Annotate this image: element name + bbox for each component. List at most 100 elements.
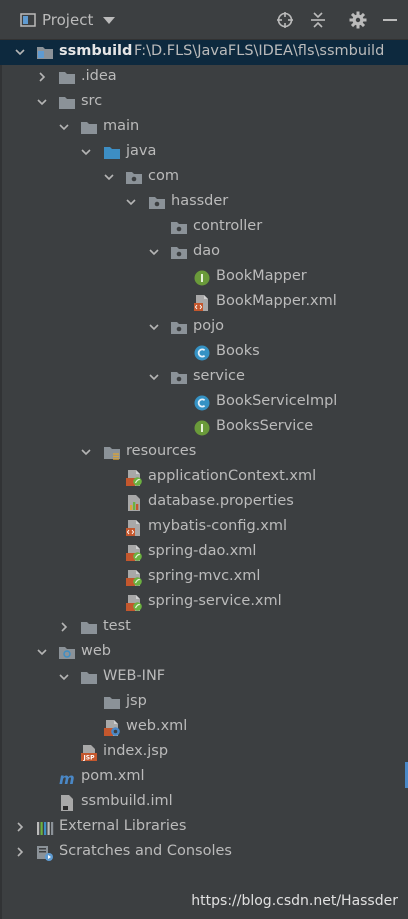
tree-item-books[interactable]: Books <box>0 340 408 365</box>
chevron-right-icon[interactable] <box>14 846 26 858</box>
folder-gray-icon <box>58 94 76 112</box>
tree-item-idea[interactable]: .idea <box>0 65 408 90</box>
project-title[interactable]: Project <box>42 11 94 29</box>
properties-icon <box>125 494 143 512</box>
tree-item-external-libraries[interactable]: External Libraries <box>0 815 408 840</box>
chevron-down-icon[interactable] <box>36 646 48 658</box>
chevron-down-icon[interactable] <box>103 17 115 24</box>
tree-item-web-inf[interactable]: WEB-INF <box>0 665 408 690</box>
tree-item-label: BookServiceImpl <box>216 393 338 409</box>
tree-item-label: jsp <box>126 693 147 709</box>
svg-text:m: m <box>59 770 75 787</box>
libraries-icon <box>36 819 54 837</box>
watermark: https://blog.csdn.net/Hassder <box>191 893 398 909</box>
tree-item-pom-xml[interactable]: m pom.xml <box>0 765 408 790</box>
project-icon <box>20 13 36 27</box>
module-icon <box>36 44 54 62</box>
tree-item-hassder[interactable]: hassder <box>0 190 408 215</box>
chevron-right-icon[interactable] <box>36 71 48 83</box>
tree-item-scratches-and-consoles[interactable]: Scratches and Consoles <box>0 840 408 865</box>
class-icon <box>193 344 211 362</box>
package-icon <box>148 194 166 212</box>
xml-spring-icon <box>125 569 143 587</box>
chevron-down-icon[interactable] <box>80 446 92 458</box>
folder-gray-icon <box>80 119 98 137</box>
project-toolbar: Project <box>0 0 408 40</box>
tree-item-label: mybatis-config.xml <box>148 518 288 534</box>
package-icon <box>170 219 188 237</box>
xml-web-icon <box>103 719 121 737</box>
jsp-icon: JSP <box>80 744 98 762</box>
chevron-down-icon[interactable] <box>36 96 48 108</box>
tree-item-label: com <box>148 168 179 184</box>
tree-item-java[interactable]: java <box>0 140 408 165</box>
tree-item-label: ssmbuild <box>59 43 133 59</box>
tree-item-applicationcontext-xml[interactable]: applicationContext.xml <box>0 465 408 490</box>
tree-item-label: resources <box>126 443 197 459</box>
chevron-right-icon[interactable] <box>58 621 70 633</box>
tree-item-spring-mvc-xml[interactable]: spring-mvc.xml <box>0 565 408 590</box>
tree-item-bookserviceimpl[interactable]: BookServiceImpl <box>0 390 408 415</box>
hide-icon[interactable] <box>381 11 399 29</box>
tree-item-label: database.properties <box>148 493 294 509</box>
tree-item-resources[interactable]: resources <box>0 440 408 465</box>
chevron-down-icon[interactable] <box>148 371 160 383</box>
folder-gray-icon <box>80 619 98 637</box>
tree-item-mybatis-config-xml[interactable]: mybatis-config.xml <box>0 515 408 540</box>
folder-gray-icon <box>103 694 121 712</box>
chevron-down-icon[interactable] <box>58 671 70 683</box>
interface-icon <box>193 419 211 437</box>
tree-item-label: java <box>126 143 157 159</box>
tree-item-service[interactable]: service <box>0 365 408 390</box>
tree-item-label: pom.xml <box>81 768 145 784</box>
tree-item-controller[interactable]: controller <box>0 215 408 240</box>
tree-item-label: hassder <box>171 193 229 209</box>
package-icon <box>170 319 188 337</box>
chevron-down-icon[interactable] <box>80 146 92 158</box>
tree-item-web-xml[interactable]: web.xml <box>0 715 408 740</box>
tree-item-label: pojo <box>193 318 224 334</box>
tree-item-src[interactable]: src <box>0 90 408 115</box>
chevron-down-icon[interactable] <box>148 246 160 258</box>
tree-item-database-properties[interactable]: database.properties <box>0 490 408 515</box>
tree-item-label: web.xml <box>126 718 188 734</box>
chevron-down-icon[interactable] <box>103 171 115 183</box>
chevron-down-icon[interactable] <box>148 321 160 333</box>
tree-item-label: BooksService <box>216 418 314 434</box>
tree-item-bookmapper[interactable]: BookMapper <box>0 265 408 290</box>
tree-item-spring-dao-xml[interactable]: spring-dao.xml <box>0 540 408 565</box>
tree-item-jsp[interactable]: jsp <box>0 690 408 715</box>
xml-spring-icon <box>125 544 143 562</box>
tree-item-spring-service-xml[interactable]: spring-service.xml <box>0 590 408 615</box>
xml-spring-icon <box>125 594 143 612</box>
chevron-right-icon[interactable] <box>14 821 26 833</box>
chevron-down-icon[interactable] <box>14 46 26 58</box>
class-icon <box>193 394 211 412</box>
folder-gray-icon <box>58 69 76 87</box>
tree-item-label: test <box>103 618 131 634</box>
tree-item-label: controller <box>193 218 263 234</box>
chevron-down-icon[interactable] <box>125 196 137 208</box>
package-icon <box>125 169 143 187</box>
tree-item-booksservice[interactable]: BooksService <box>0 415 408 440</box>
tree-item-dao[interactable]: dao <box>0 240 408 265</box>
chevron-down-icon[interactable] <box>58 121 70 133</box>
tree-item-web[interactable]: web <box>0 640 408 665</box>
collapse-icon[interactable] <box>309 11 327 29</box>
tree-item-label: ssmbuild.iml <box>81 793 173 809</box>
gear-icon[interactable] <box>349 11 367 29</box>
left-gutter <box>0 40 2 919</box>
tree-item-test[interactable]: test <box>0 615 408 640</box>
tree-item-bookmapper-xml[interactable]: BookMapper.xml <box>0 290 408 315</box>
tree-item-ssmbuild-iml[interactable]: ssmbuild.iml <box>0 790 408 815</box>
tree-item-label: web <box>81 643 111 659</box>
tree-item-label: main <box>103 118 140 134</box>
locate-icon[interactable] <box>276 11 294 29</box>
tree-item-com[interactable]: com <box>0 165 408 190</box>
tree-item-main[interactable]: main <box>0 115 408 140</box>
folder-resources-icon <box>103 444 121 462</box>
tree-item-label: External Libraries <box>59 818 187 834</box>
tree-item-pojo[interactable]: pojo <box>0 315 408 340</box>
